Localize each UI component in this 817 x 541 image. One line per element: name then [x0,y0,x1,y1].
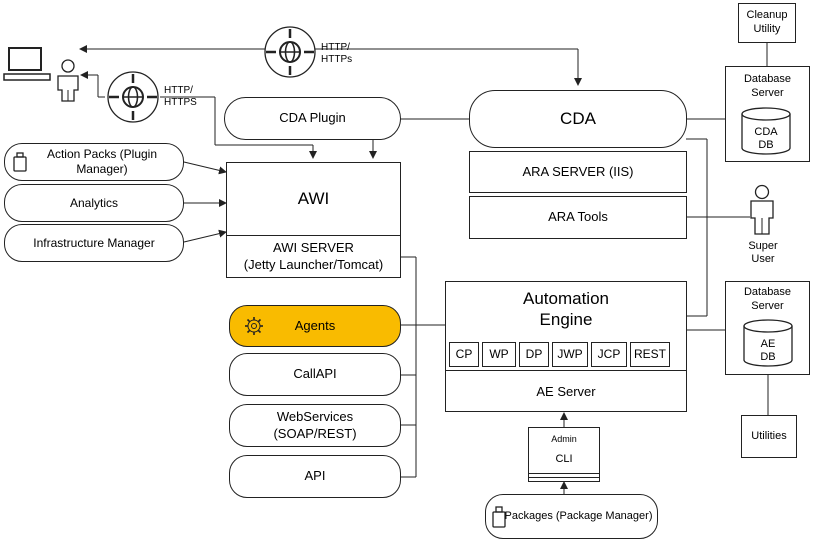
http-label-top: HTTP/ HTTPs [321,42,353,65]
database-icon [743,319,793,367]
cli-bar [528,473,600,474]
process-cell-jcp[interactable]: JCP [591,342,627,367]
utilities-box[interactable]: Utilities [741,415,797,458]
cda-plugin-label: CDA Plugin [279,110,346,126]
api-pill[interactable]: API [229,455,401,498]
cda-box[interactable]: CDA [469,90,687,148]
callapi-label: CallAPI [293,366,337,382]
awi-box[interactable]: AWI [226,162,401,236]
ae-db-label: AE DB [760,338,776,364]
utilities-label: Utilities [751,429,787,442]
api-label: API [304,468,326,484]
agents-pill[interactable]: Agents [229,305,401,347]
infrastructure-manager-label: Infrastructure Manager [33,235,155,250]
action-packs-pill[interactable]: Action Packs (Plugin Manager) [4,143,184,181]
super-user-icon [750,184,774,235]
cda-db-label: CDA DB [754,126,778,152]
cli-label: CLI [555,453,573,466]
process-cell-jwp[interactable]: JWP [552,342,588,367]
process-cell-rest[interactable]: REST [630,342,670,367]
cli-bar [528,477,600,478]
ara-tools-box[interactable]: ARA Tools [469,196,687,239]
ara-tools-label: ARA Tools [548,209,608,225]
cda-label: CDA [560,109,596,129]
action-packs-label: Action Packs (Plugin Manager) [46,147,158,176]
analytics-pill[interactable]: Analytics [4,184,184,222]
packages-pill[interactable]: Packages (Package Manager) [485,494,658,539]
admin-label: Admin [551,434,577,444]
packages-label: Packages (Package Manager) [504,509,653,522]
cleanup-utility-label: Cleanup Utility [746,9,788,35]
awi-server-box[interactable]: AWI SERVER (Jetty Launcher/Tomcat) [226,235,401,278]
globe-icon [264,26,316,78]
ae-server-label: AE Server [536,384,596,399]
process-cell-wp[interactable]: WP [482,342,516,367]
ara-server-box[interactable]: ARA SERVER (IIS) [469,151,687,193]
cda-plugin-box[interactable]: CDA Plugin [224,97,401,140]
database-icon [741,107,791,155]
database-server-top-label: Database Server [743,73,792,99]
admin-cli-box[interactable]: Admin CLI [528,427,600,482]
process-cell-dp[interactable]: DP [519,342,549,367]
awi-label: AWI [297,189,330,209]
agents-label: Agents [294,317,336,333]
webservices-pill[interactable]: WebServices (SOAP/REST) [229,404,401,447]
webservices-label: WebServices (SOAP/REST) [273,409,357,441]
infrastructure-manager-pill[interactable]: Infrastructure Manager [4,224,184,262]
ae-divider [445,370,687,371]
globe-icon [107,71,159,123]
callapi-pill[interactable]: CallAPI [229,353,401,396]
super-user-label: Super User [748,240,778,266]
database-server-bottom-label: Database Server [743,286,792,312]
analytics-label: Analytics [69,195,119,210]
awi-server-label: AWI SERVER (Jetty Launcher/Tomcat) [243,240,384,272]
briefcase-icon [13,152,27,172]
automation-engine-label: Automation Engine [523,289,609,330]
ara-server-label: ARA SERVER (IIS) [522,163,634,179]
cleanup-utility-box[interactable]: Cleanup Utility [738,3,796,43]
http-label-left: HTTP/ HTTPS [164,85,197,108]
user-icon [57,59,79,102]
laptop-icon [3,47,51,81]
process-cell-cp[interactable]: CP [449,342,479,367]
gear-icon [245,317,263,335]
briefcase-icon [492,505,506,528]
